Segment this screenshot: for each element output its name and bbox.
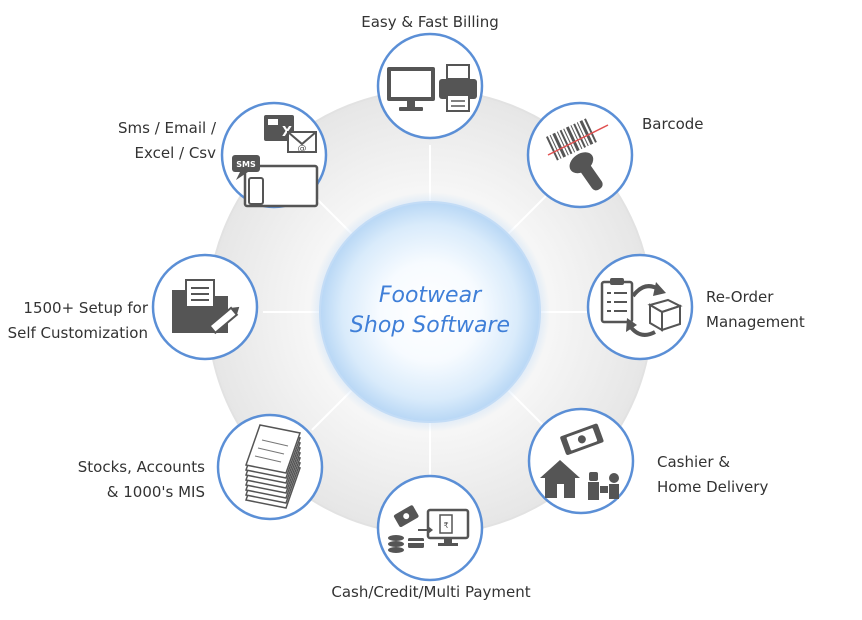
label-cashier: Cashier & Home Delivery <box>657 453 769 496</box>
svg-text:SMS: SMS <box>236 160 256 169</box>
label-sms-email: Sms / Email / Excel / Csv <box>118 119 216 162</box>
cashier-delivery-icon <box>540 423 619 500</box>
stacked-papers-icon <box>245 424 301 509</box>
label-payment: Cash/Credit/Multi Payment <box>331 583 531 601</box>
label-billing: Easy & Fast Billing <box>361 13 499 31</box>
hub-title-line2: Shop Software <box>350 313 510 338</box>
label-stocks: Stocks, Accounts & 1000's MIS <box>77 458 205 501</box>
node-billing <box>376 32 484 140</box>
hub-title-line1: Footwear <box>379 283 483 308</box>
node-reorder <box>586 253 694 361</box>
label-barcode: Barcode <box>642 115 704 133</box>
label-setup: 1500+ Setup for Self Customization <box>7 299 148 342</box>
node-barcode <box>526 101 634 209</box>
node-payment: ₹ <box>376 474 484 582</box>
folder-edit-icon <box>172 279 240 335</box>
barcode-scanner-icon <box>546 118 609 191</box>
node-cashier <box>527 407 635 515</box>
svg-text:@: @ <box>298 144 307 154</box>
payment-icon: ₹ <box>388 505 470 553</box>
label-reorder: Re-Order Management <box>706 288 805 331</box>
node-sms-email: X @ SMS <box>220 101 328 209</box>
node-setup <box>151 253 259 361</box>
node-stocks <box>216 413 324 521</box>
svg-text:₹: ₹ <box>443 521 448 530</box>
hub <box>319 201 541 423</box>
billing-printer-icon <box>387 64 477 112</box>
reorder-clipboard-icon <box>600 278 683 337</box>
sms-email-excel-icon: X @ SMS <box>232 115 319 208</box>
